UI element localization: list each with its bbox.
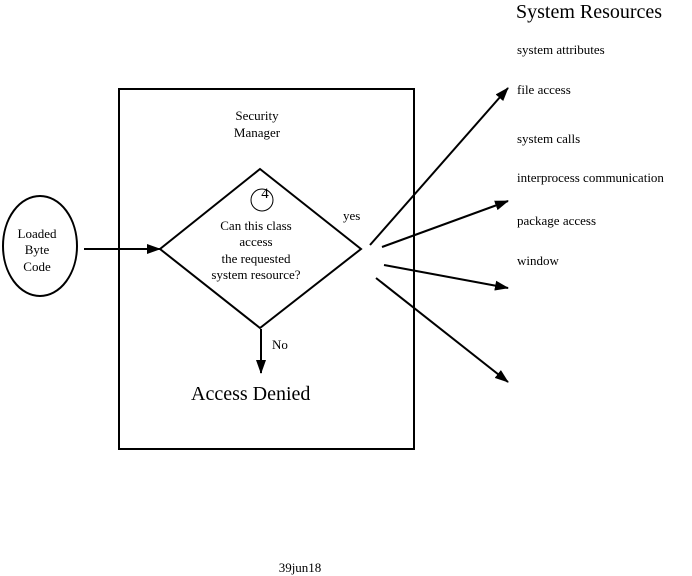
byte-code-label-2: Byte: [24, 242, 50, 257]
decision-question-1: Can this class: [220, 218, 292, 233]
yes-arrow-window: [383, 264, 509, 291]
decision-question-2: access: [239, 234, 273, 249]
security-manager-box: [118, 88, 415, 450]
security-manager-label-1: Security: [235, 108, 279, 123]
decision-question-3: the requested: [221, 251, 291, 266]
byte-code-label-3: Code: [23, 259, 51, 274]
footer-code: 39jun18: [278, 560, 322, 575]
yes-arrow-interprocess: [381, 200, 509, 248]
resource-system-calls: system calls: [517, 131, 581, 146]
decision-question-4: system resource?: [211, 267, 301, 282]
step-circle: [250, 188, 274, 212]
step-number: 4: [261, 186, 269, 202]
decision-diamond: [158, 167, 363, 330]
resource-interprocess-communication: interprocess communication: [517, 170, 664, 185]
resource-package-access: package access: [517, 213, 597, 228]
resources-title: System Resources: [516, 1, 663, 23]
byte-code-ellipse: [2, 195, 78, 297]
no-label: No: [272, 337, 288, 352]
byte-code-label-1: Loaded: [17, 226, 57, 241]
resource-window: window: [517, 253, 559, 268]
security-manager-label-2: Manager: [233, 125, 281, 140]
resource-system-attributes: system attributes: [517, 42, 605, 57]
resource-file-access: file access: [517, 82, 571, 97]
yes-arrow-file-access: [369, 87, 509, 246]
yes-arrow-lower: [375, 277, 509, 383]
yes-label: yes: [343, 208, 361, 223]
access-denied-label: Access Denied: [191, 383, 311, 405]
